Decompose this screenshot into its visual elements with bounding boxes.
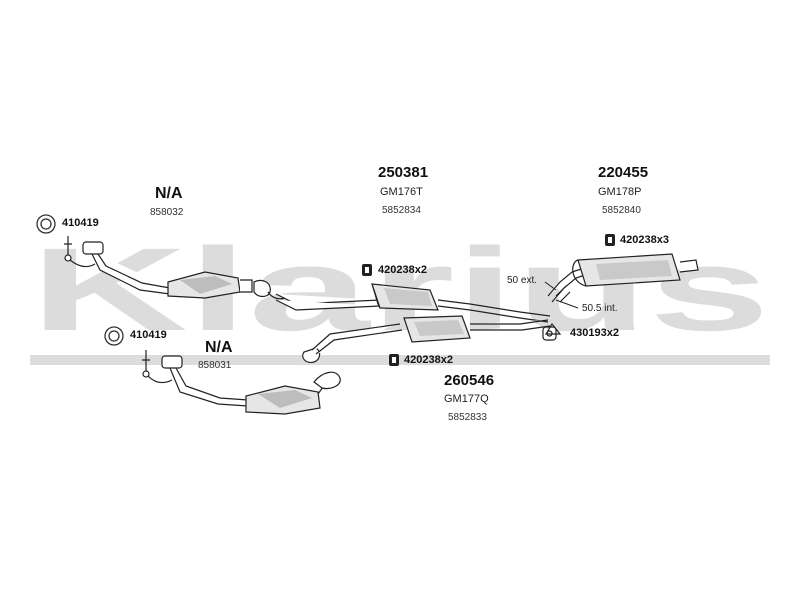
gasket-part-lower: 410419 [130,329,167,341]
hanger-icon-rear [542,326,557,341]
front-upper-oe: 858032 [150,207,184,218]
gasket-ring-upper [36,214,56,234]
center-lower-part-number: 260546 [444,372,495,389]
center-upper-code: GM176T [380,186,423,198]
center-lower-oe: 5852833 [448,412,487,423]
clamp-part-center-lower: 420238x2 [404,354,453,366]
front-pipe-lower [142,350,341,415]
front-pipe-upper [64,236,271,299]
rear-silencer [544,253,699,335]
center-lower-code: GM177Q [444,393,489,405]
gasket-ring-lower [104,326,124,346]
front-upper-part-number: N/A [155,185,183,202]
dimension-int: 50.5 int. [582,303,618,314]
rear-part-number: 220455 [598,164,649,181]
front-lower-oe: 858031 [198,360,232,371]
rear-code: GM178P [598,186,642,198]
front-lower-part-number: N/A [205,339,233,356]
watermark-underline [30,355,770,365]
hanger-part-rear: 430193x2 [570,327,619,339]
clamp-icon-center-lower [389,354,399,366]
dimension-ext: 50 ext. [507,275,538,286]
gasket-part-upper: 410419 [62,217,99,229]
center-pipe-lower [302,315,551,363]
clamp-icon-rear [605,234,615,246]
center-upper-oe: 5852834 [382,205,421,216]
center-upper-part-number: 250381 [378,164,429,181]
rear-oe: 5852840 [602,205,641,216]
dimension-leaders [544,281,579,309]
clamp-part-rear: 420238x3 [620,234,669,246]
clamp-part-center-upper: 420238x2 [378,264,427,276]
center-pipe-upper [267,283,551,323]
clamp-icon-center-upper [362,264,372,276]
